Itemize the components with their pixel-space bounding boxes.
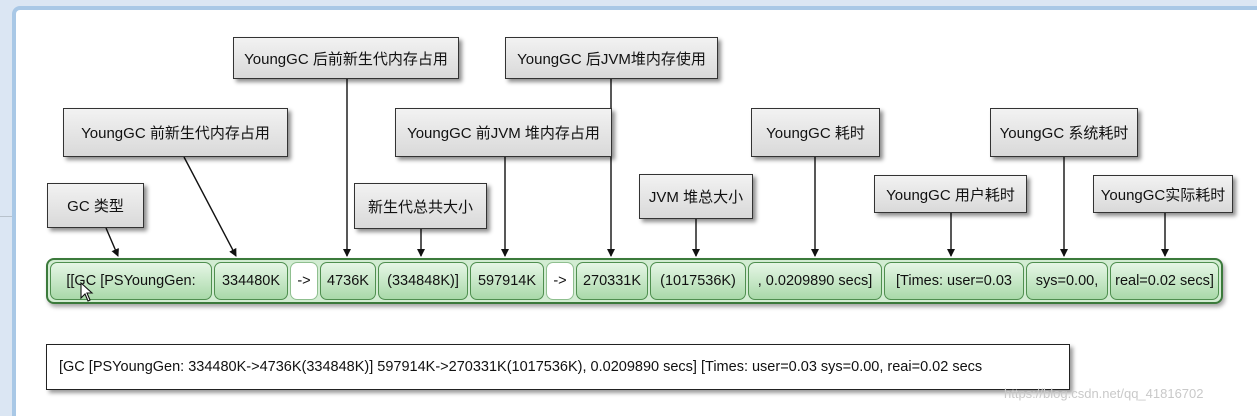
callout-heap-total: JVM 堆总大小 bbox=[639, 174, 753, 219]
full-gc-log-line: [GC [PSYoungGen: 334480K->4736K(334848K)… bbox=[46, 344, 1070, 390]
callout-gc-type: GC 类型 bbox=[47, 183, 144, 228]
gc-log-segmented-bar: [[GC [PSYoungGen: 334480K -> 4736K (3348… bbox=[46, 258, 1223, 304]
segment-gc-time: , 0.0209890 secs] bbox=[748, 262, 882, 300]
segment-user-time: [Times: user=0.03 bbox=[884, 262, 1024, 300]
segment-heap-total: (1017536K) bbox=[650, 262, 746, 300]
segment-heap-after: 270331K bbox=[576, 262, 648, 300]
connector-gc-type bbox=[105, 227, 119, 257]
segment-arrow-young: -> bbox=[290, 262, 318, 300]
callout-young-before: YoungGC 前新生代内存占用 bbox=[63, 108, 288, 157]
left-edge-tick bbox=[0, 216, 12, 217]
segment-sys-time: sys=0.00, bbox=[1026, 262, 1108, 300]
watermark-text: https://blog.csdn.net/qq_41816702 bbox=[1004, 386, 1204, 401]
callout-heap-after: YoungGC 后JVM堆内存使用 bbox=[505, 37, 718, 79]
callout-young-total: 新生代总共大小 bbox=[354, 183, 487, 229]
segment-heap-before: 597914K bbox=[470, 262, 544, 300]
segment-real-time: real=0.02 secs] bbox=[1110, 262, 1219, 300]
segment-young-before: 334480K bbox=[214, 262, 288, 300]
segment-arrow-heap: -> bbox=[546, 262, 574, 300]
segment-young-after: 4736K bbox=[320, 262, 376, 300]
segment-young-total: (334848K)] bbox=[378, 262, 468, 300]
callout-gc-time: YoungGC 耗时 bbox=[751, 108, 880, 157]
callout-young-after: YoungGC 后前新生代内存占用 bbox=[233, 37, 459, 79]
callout-heap-before: YoungGC 前JVM 堆内存占用 bbox=[395, 108, 612, 157]
callout-sys-time: YoungGC 系统耗时 bbox=[990, 108, 1138, 157]
connector-young-before bbox=[183, 156, 237, 257]
segment-gc-label: [[GC [PSYoungGen: bbox=[50, 262, 212, 300]
callout-real-time: YoungGC实际耗时 bbox=[1093, 175, 1233, 213]
mouse-cursor-icon bbox=[80, 282, 94, 302]
callout-user-time: YoungGC 用户耗时 bbox=[874, 175, 1027, 213]
